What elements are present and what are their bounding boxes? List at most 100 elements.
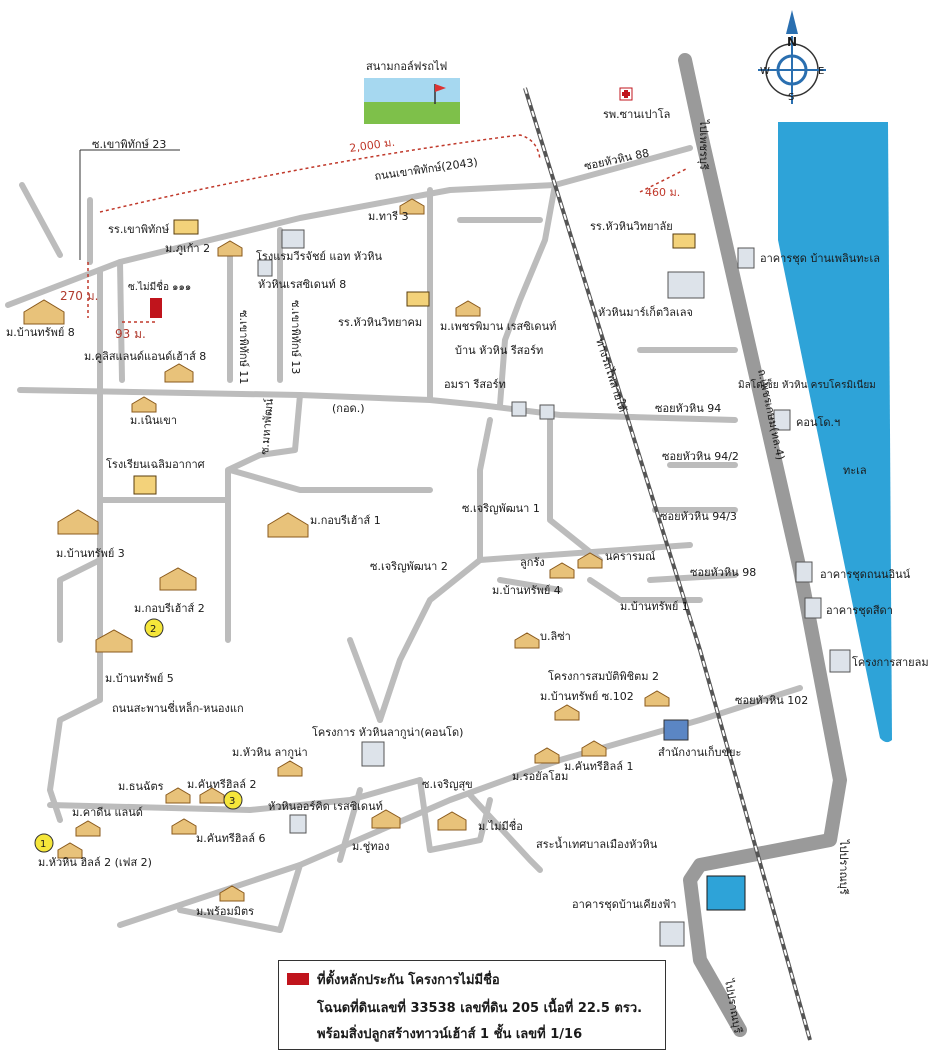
label-bypass-road: ถนนสะพานชี่เหล็ก-หนองแก bbox=[112, 700, 244, 715]
label-soi-no-name: ซ.ไม่มีชื่อ ๑๑๑ bbox=[128, 279, 191, 293]
label-m-tharee3: ม.ทารี 3 bbox=[368, 210, 409, 223]
railway-line bbox=[523, 87, 812, 1041]
label-m-phukhao2: ม.ภูเก้า 2 bbox=[165, 242, 210, 255]
label-school-huahin-witthayakhom: รร.หัวหินวิทยาคม bbox=[338, 316, 422, 329]
label-m-kasri1: ม.กอบรีเฮ้าส์ 1 bbox=[310, 514, 381, 527]
label-soi-huahin-94-2: ซอยหัวหิน 94/2 bbox=[662, 450, 739, 463]
collateral-marker bbox=[150, 298, 162, 318]
label-m-royal: ม.รอยัลโฮม bbox=[512, 769, 568, 783]
label-soi-huahin-94-3: ซอยหัวหิน 94/3 bbox=[660, 510, 737, 523]
distance-270: 270 ม. bbox=[60, 289, 98, 303]
compass-icon bbox=[758, 10, 826, 104]
distance-93: 93 ม. bbox=[115, 327, 146, 341]
label-huahin-mart: หัวหินมาร์เก็ตวิลเลจ bbox=[598, 305, 693, 319]
label-soi-huahin-102: ซอยหัวหิน 102 bbox=[735, 694, 808, 707]
label-m-huahin-hill2: ม.หัวหิน ฮิลล์ 2 (เฟส 2) bbox=[38, 856, 152, 869]
numbered-markers bbox=[34, 618, 243, 853]
marker-3: 3 bbox=[229, 796, 235, 807]
label-m-chu-thong: ม.ชู่ทอง bbox=[352, 840, 389, 853]
distance-lines bbox=[87, 134, 689, 323]
legend-line-3: พร้อมสิ่งปลูกสร้างทาวน์เฮ้าส์ 1 ชั้น เลข… bbox=[317, 1027, 583, 1042]
label-soi-jaroenpattana-2: ซ.เจริญพัฒนา 2 bbox=[370, 560, 448, 573]
label-m-phet-phiman: ม.เพชรพิมาน เรสซิเดนท์ bbox=[440, 320, 556, 333]
label-m-ban-sap4: ม.บ้านทรัพย์ 4 bbox=[492, 584, 561, 597]
water-tank bbox=[706, 875, 746, 911]
office-icon bbox=[663, 719, 689, 741]
label-m-kasri2: ม.กอบรีเฮ้าส์ 2 bbox=[134, 602, 205, 615]
label-m-sanchai: ม.ธนฉัตร bbox=[118, 780, 164, 793]
label-m-nernkhao: ม.เนินเขา bbox=[130, 414, 177, 427]
sea-area bbox=[778, 122, 892, 743]
label-m-saengarun: มิลโดเซ็ย หัวหิน ครบโครมิเนียม bbox=[738, 377, 876, 391]
label-school-khaophithak: รร.เขาพิทักษ์ bbox=[108, 223, 169, 236]
label-soi-khaophithak-13: ซ.เขาพิทักษ์ 13 bbox=[289, 300, 302, 374]
label-railway: ทางรถไฟสายใต้ bbox=[593, 337, 629, 414]
marker-1: 1 bbox=[40, 839, 46, 850]
label-to-petchaburi: ไปเพชรบุรี bbox=[697, 119, 710, 170]
compass-e: E bbox=[818, 66, 824, 77]
distance-460: 460 ม. bbox=[645, 186, 680, 199]
label-m-ban-sap1: ม.บ้านทรัพย์ 1 bbox=[620, 600, 689, 613]
phetkasem-highway bbox=[678, 53, 847, 1037]
label-m-ban-sap102: ม.บ้านทรัพย์ ซ.102 bbox=[540, 690, 634, 703]
compass-s: S bbox=[788, 92, 794, 103]
building-icons bbox=[257, 229, 851, 947]
label-lucky: ลูกรัง bbox=[520, 556, 545, 569]
label-soi-jaroenpattana-1: ซ.เจริญพัฒนา 1 bbox=[462, 502, 540, 515]
hospital-label: รพ.ซานเปาโล bbox=[603, 107, 670, 121]
golf-course-label: สนามกอล์ฟรถไฟ bbox=[366, 60, 447, 73]
collateral-swatch bbox=[287, 973, 309, 985]
label-to-pranburi-east: ไปปราณบุรี bbox=[837, 839, 850, 895]
label-hotel: โรงแรมวีรจัชย์ แอท หัวหิน bbox=[256, 249, 382, 263]
distance-2000: 2,000 ม. bbox=[349, 136, 396, 155]
label-m-kanthari6: ม.คันทรีฮิลล์ 6 bbox=[196, 832, 265, 845]
label-soi-mahaphat: ซ.มหาพัฒน์ bbox=[258, 398, 276, 456]
label-huahin-residence8: หัวหินเรสซิเดนท์ 8 bbox=[258, 278, 346, 291]
label-m-lisa: บ.ลิซ่า bbox=[540, 630, 571, 643]
school-icons bbox=[133, 219, 696, 495]
legend-line-2: โฉนดที่ดินเลขที่ 33538 เลขที่ดิน 205 เนื… bbox=[317, 1001, 643, 1016]
compass-w: W bbox=[760, 66, 770, 77]
legend-line-1: ที่ตั้งหลักประกัน โครงการไม่มีชื่อ bbox=[317, 973, 500, 988]
label-soi-huahin-94: ซอยหัวหิน 94 bbox=[655, 402, 721, 415]
label-soi-huahin-98: ซอยหัวหิน 98 bbox=[690, 566, 756, 579]
label-krod: (กอด.) bbox=[332, 402, 365, 415]
label-soi-khaophithak-23: ซ.เขาพิทักษ์ 23 bbox=[92, 138, 166, 151]
sea-label: ทะเล bbox=[843, 464, 867, 477]
hospital-icon bbox=[619, 87, 633, 101]
label-m-phrom-mit: ม.พร้อมมิตร bbox=[196, 905, 254, 918]
label-condo-lake: โครงการสายลม bbox=[852, 655, 929, 669]
label-huahin-orchid: หัวหินออร์คิด เรสซิเดนท์ bbox=[268, 800, 383, 813]
label-m-kanthari1: ม.คันทรีฮิลล์ 1 bbox=[564, 760, 633, 773]
label-school-huahin-college: รร.หัวหินวิทยาลัย bbox=[590, 220, 673, 233]
compass-n: N bbox=[787, 35, 797, 49]
label-condo-thanon-inn: อาคารชุดถนนอินน์ bbox=[820, 568, 911, 581]
label-m-nothing: ม.ไม่มีชื่อ bbox=[478, 818, 523, 833]
label-huahin-laguna: โครงการ หัวหินลากูน่า(คอนโด) bbox=[312, 725, 463, 739]
label-m-kathin: ม.คาดีน แลนด์ bbox=[72, 806, 143, 819]
label-condo-baan: คอนโด.ฯ bbox=[796, 415, 840, 429]
label-condo-baan-kieng: อาคารชุดบ้านเคียงฟ้า bbox=[572, 898, 676, 911]
label-soi-jaroensuk: ซ.เจริญสุข bbox=[422, 778, 473, 791]
local-roads bbox=[5, 145, 803, 933]
label-m-kusil: ม.คูลิสแลนด์แอนด์เฮ้าส์ 8 bbox=[84, 350, 206, 363]
label-soi-khaophithak-11: ซ.เขาพิทักษ์ 11 bbox=[237, 310, 250, 384]
label-nakorn-mong: นครารมณ์ bbox=[605, 550, 655, 563]
label-m-huahin-laguna: ม.หัวหิน ลากูน่า bbox=[232, 746, 308, 759]
label-amara-resort: อมรา รีสอร์ท bbox=[444, 378, 506, 391]
marker-2: 2 bbox=[150, 624, 156, 635]
label-khaophithak-road: ถนนเขาพิทักษ์(2043) bbox=[374, 156, 479, 183]
label-condo-sita: อาคารชุดสีดา bbox=[826, 604, 893, 617]
label-m-ban-sap3: ม.บ้านทรัพย์ 3 bbox=[56, 547, 125, 560]
label-baan-huahin-resort: บ้าน หัวหิน รีสอร์ท bbox=[455, 344, 543, 357]
legend-box: ที่ตั้งหลักประกัน โครงการไม่มีชื่อ โฉนดท… bbox=[278, 960, 666, 1050]
label-m-ban-sap5: ม.บ้านทรัพย์ 5 bbox=[105, 672, 174, 685]
label-m-sombatkh2: โครงการสมบัติพิชิตม 2 bbox=[548, 669, 659, 683]
label-water-tank: สระน้ำเทศบาลเมืองหัวหิน bbox=[536, 836, 658, 851]
label-m-ban-sap8: ม.บ้านทรัพย์ 8 bbox=[6, 326, 75, 339]
golf-course bbox=[364, 78, 460, 124]
label-office: สำนักงานเก็บขยะ bbox=[658, 745, 741, 759]
label-condo-baanplern: อาคารชุด บ้านเพลินทะเล bbox=[760, 252, 880, 265]
label-school-thetsaban: โรงเรียนเฉลิมอากาศ bbox=[106, 457, 205, 471]
